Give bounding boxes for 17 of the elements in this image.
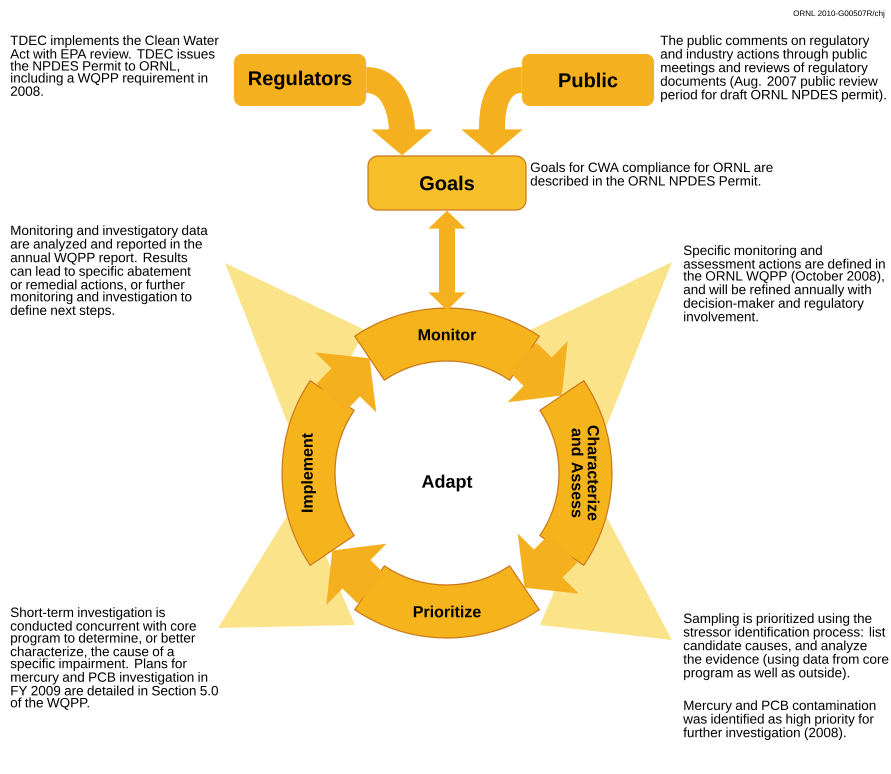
- description-text: Mercury and PCB contamination was identified as high priority for further investigation (2008).: [683, 700, 876, 740]
- goal-box: Goals: [367, 155, 527, 211]
- cycle-arrow-segment: Implement: [281, 380, 355, 566]
- description-text: Short-term investigation is conducted concurrent with core program to determine, or better characterize, the cause of a specific impairment. Plans for mercury and PCB investigation in FY 2009 are detailed in Section 5.0 of the WQPP.: [10, 607, 218, 710]
- arrow-band: Public: [522, 54, 654, 106]
- description-text: The public comments on regulatory and industry actions through public meetings and reviews of regulatory documents (Aug. 2007 public review period for draft ORNL NPDES permit).: [660, 35, 886, 102]
- center-label: Adapt: [422, 474, 472, 492]
- cycle-arrow-segment: Prioritize: [354, 565, 540, 639]
- description-text: Sampling is prioritized using the stressor identification process: list candidate causes, and analyze the evidence (using data from core program as well as outside).: [683, 613, 888, 680]
- description-text: Specific monitoring and assessment actions are defined in the ORNL WQPP (October 2008), and will be refined annually with decision-maker and regulatory involvement.: [683, 245, 885, 322]
- description-text: TDEC implements the Clean Water Act with EPA review. TDEC issues the NPDES Permit to ORNL, including a WQPP requirement in 2008.: [10, 35, 219, 96]
- cycle-arrow-segment: Monitor: [354, 307, 540, 381]
- description-text: Goals for CWA compliance for ORNL are described in the ORNL NPDES Permit.: [530, 162, 773, 186]
- cycle-arrow-segment: Characterize and Assess: [539, 380, 613, 566]
- figure-id: ORNL 2010-G00507R/chj: [794, 10, 884, 18]
- arrow-band: Regulators: [234, 54, 366, 106]
- description-text: Monitoring and investigatory data are analyzed and reported in the annual WQPP report. Results can lead to specific abatement or remedial actions, or further monitoring and investigation to define next steps.: [10, 225, 208, 318]
